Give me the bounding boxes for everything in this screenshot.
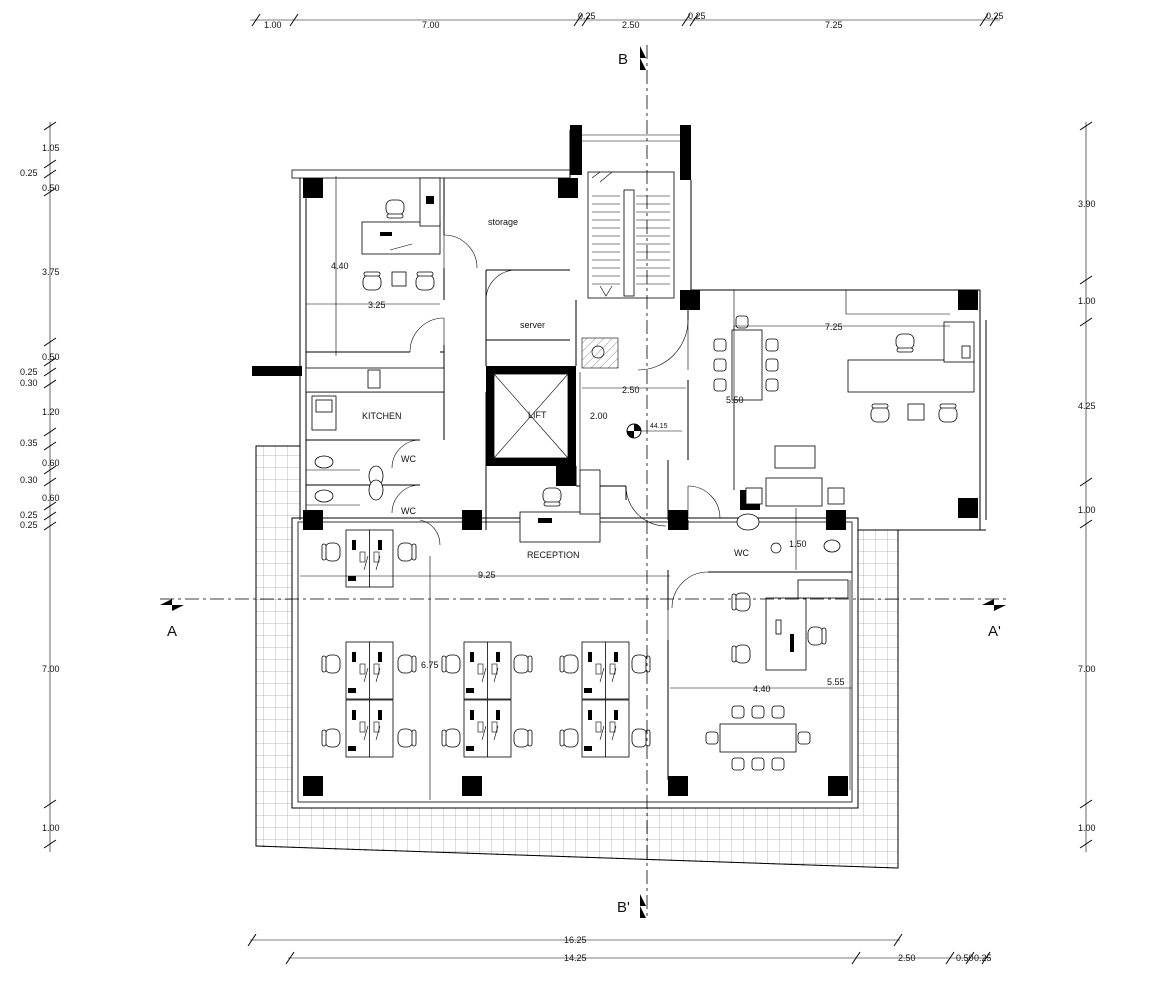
dim-right-3: 4.25 — [1078, 401, 1096, 411]
dim-level: 44.15 — [650, 423, 668, 430]
dim-left-12: 0.60 — [42, 493, 60, 503]
room-label-lift: LIFT — [528, 410, 547, 420]
level-marker — [626, 423, 682, 439]
dim-lobby-height: 2.00 — [590, 411, 608, 421]
dim-top-7: 0.25 — [986, 11, 1004, 21]
dim-top-2: 7.00 — [422, 20, 440, 30]
dim-left-10: 0.60 — [42, 458, 60, 468]
room-label-wc-3: WC — [734, 548, 749, 558]
dim-left-7: 0.30 — [20, 378, 38, 388]
dim-bottom-1: 14.25 — [564, 953, 587, 963]
dim-right-2: 1.00 — [1078, 296, 1096, 306]
dim-left-16: 1.00 — [42, 823, 60, 833]
dim-bottom-3: 0.50 — [956, 953, 974, 963]
dim-left-8: 1.20 — [42, 407, 60, 417]
dim-left-1: 1.05 — [42, 143, 60, 153]
dim-meeting-width: 7.25 — [825, 322, 843, 332]
dimension-bottom: 16.25 14.25 2.50 0.50 0.25 — [247, 933, 992, 965]
dim-open-height: 6.75 — [421, 660, 439, 670]
dim-top-1: 1.00 — [264, 20, 282, 30]
wc-fixtures — [314, 455, 841, 554]
dimension-left: 1.05 0.25 0.50 3.75 0.50 0.25 0.30 1.20 … — [20, 121, 60, 852]
dim-office-height: 4.40 — [331, 261, 349, 271]
dim-open-width: 9.25 — [478, 570, 496, 580]
section-label-b-prime: B' — [617, 899, 630, 916]
dim-left-4: 3.75 — [42, 267, 60, 277]
room-label-storage: storage — [488, 217, 518, 227]
dim-right-4: 1.00 — [1078, 505, 1096, 515]
dim-right-6: 1.00 — [1078, 823, 1096, 833]
dim-left-15: 7.00 — [42, 664, 60, 674]
dim-office-width: 3.25 — [368, 300, 386, 310]
room-labels: storage server KITCHEN WC WC WC RECEPTIO… — [362, 217, 749, 560]
dim-lobby-width: 2.50 — [622, 385, 640, 395]
dim-left-3: 0.50 — [42, 183, 60, 193]
meeting-room-furniture — [713, 315, 975, 507]
dimension-top: 1.00 7.00 0.25 2.50 0.25 7.25 0.25 — [250, 11, 1004, 30]
stair — [587, 171, 675, 299]
manager-office-furniture — [705, 579, 849, 771]
dim-left-11: 0.30 — [20, 475, 38, 485]
dim-top-5: 0.25 — [688, 11, 706, 21]
doors — [391, 234, 721, 640]
dim-right-1: 3.90 — [1078, 199, 1096, 209]
room-label-server: server — [520, 320, 545, 330]
office-furniture — [361, 177, 441, 291]
partitions — [306, 178, 950, 780]
dim-left-14: 0.25 — [20, 520, 38, 530]
dim-wc-width: 1.50 — [789, 539, 807, 549]
accessible-area — [581, 337, 619, 369]
interior-dimensions: 4.40 3.25 2.50 2.00 44.15 7.25 5.50 1.50… — [300, 176, 950, 800]
room-label-wc-2: WC — [401, 506, 416, 516]
dim-bottom-4: 0.25 — [974, 953, 992, 963]
reception-furniture — [519, 469, 601, 543]
dim-manager-height: 5.55 — [827, 677, 845, 687]
section-label-a-prime: A' — [988, 623, 1001, 640]
dim-right-5: 7.00 — [1078, 664, 1096, 674]
dim-left-5: 0.50 — [42, 352, 60, 362]
outer-walls — [252, 125, 987, 531]
dimension-right: 3.90 1.00 4.25 1.00 7.00 1.00 — [1078, 121, 1096, 852]
dim-bottom-total: 16.25 — [564, 935, 587, 945]
lift: LIFT — [486, 366, 576, 466]
dim-left-9: 0.35 — [20, 438, 38, 448]
room-label-wc-1: WC — [401, 454, 416, 464]
section-label-a: A — [167, 623, 177, 640]
dim-bottom-2: 2.50 — [898, 953, 916, 963]
dim-meeting-height: 5.50 — [726, 395, 744, 405]
section-label-b: B — [618, 51, 628, 68]
dim-top-4: 2.50 — [622, 20, 640, 30]
dim-left-2: 0.25 — [20, 168, 38, 178]
dim-manager-width: 4.40 — [753, 684, 771, 694]
dim-top-6: 7.25 — [825, 20, 843, 30]
columns — [303, 178, 978, 796]
kitchen-counter — [305, 367, 445, 431]
room-label-kitchen: KITCHEN — [362, 411, 402, 421]
room-label-reception: RECEPTION — [527, 550, 580, 560]
dim-left-13: 0.25 — [20, 510, 38, 520]
dim-top-3: 0.25 — [578, 11, 596, 21]
dim-left-6: 0.25 — [20, 367, 38, 377]
section-lines: A A' B B' — [160, 45, 1010, 920]
